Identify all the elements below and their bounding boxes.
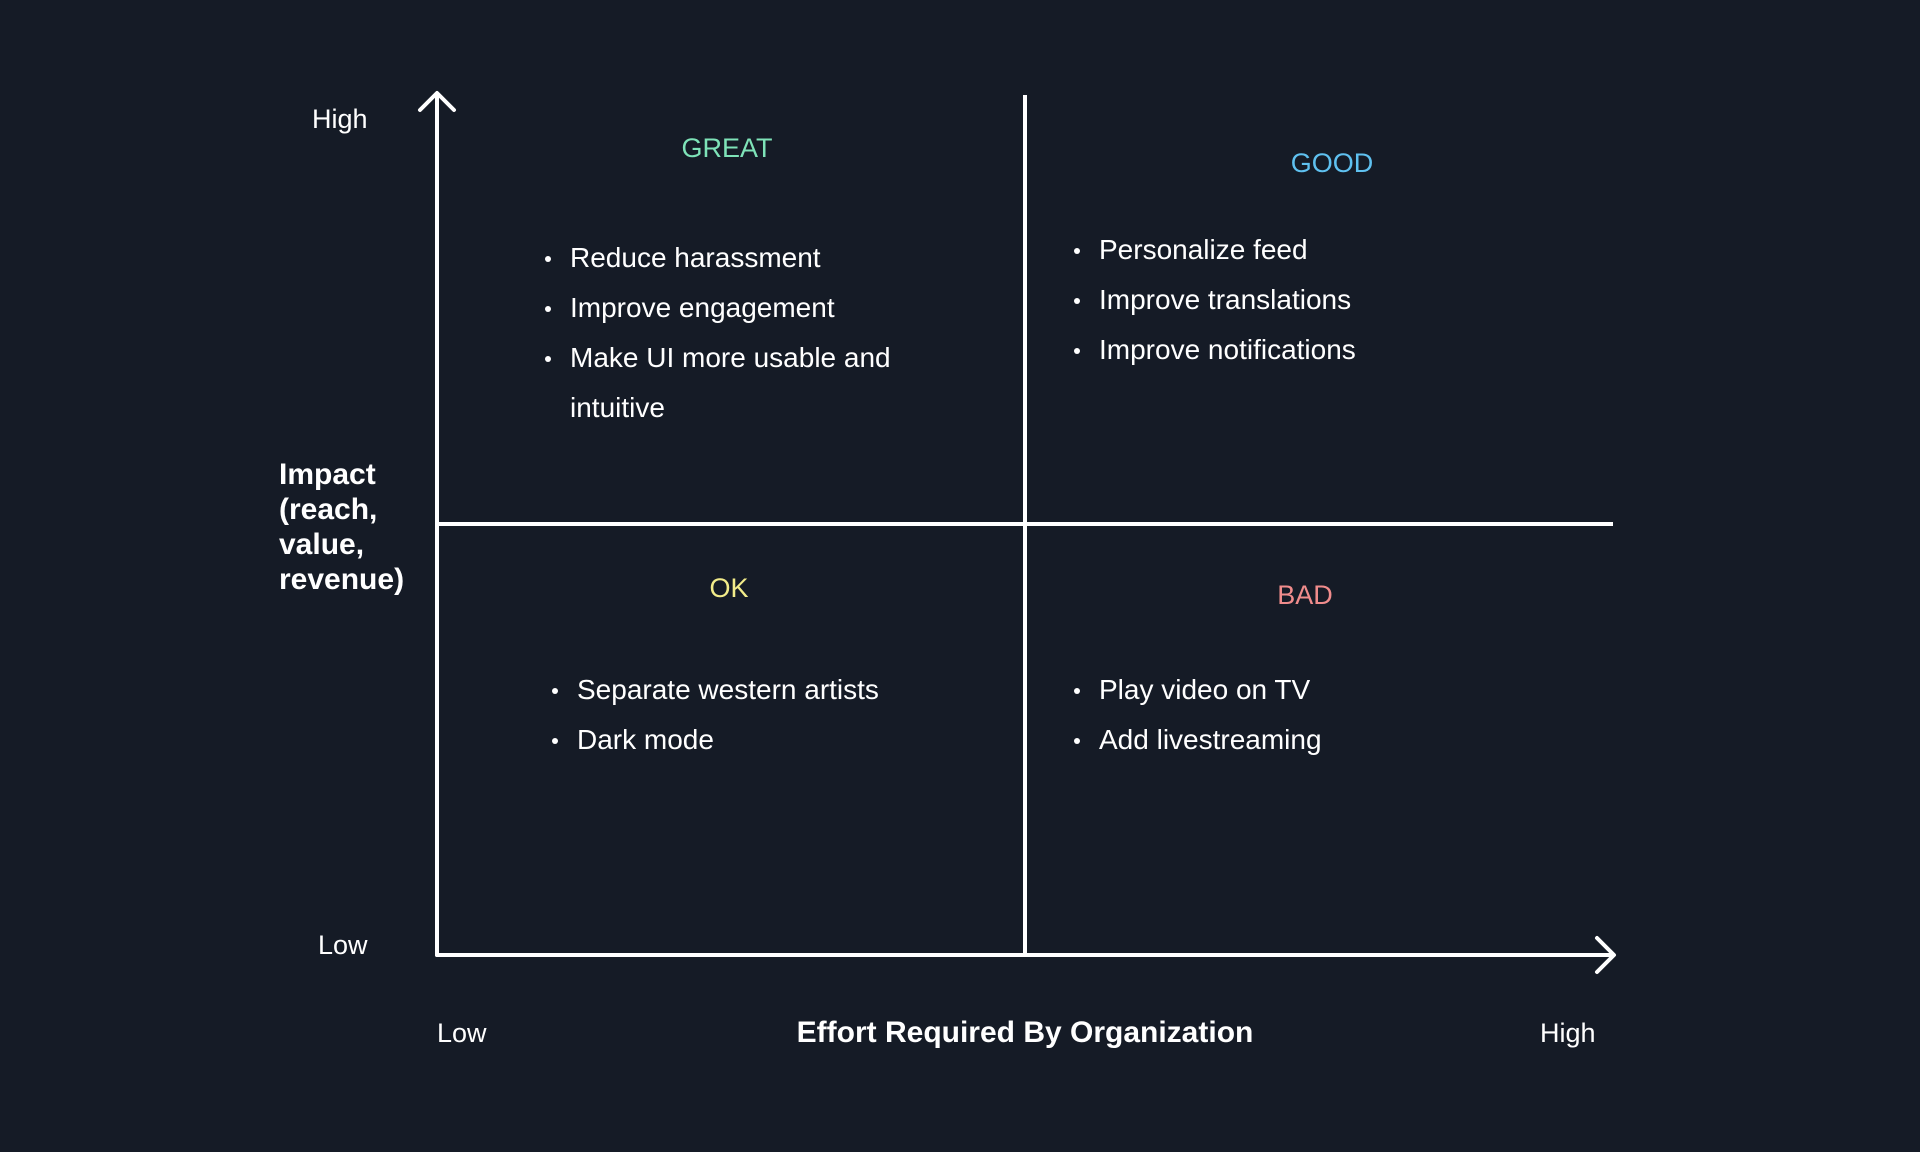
list-item: Personalize feed <box>1073 225 1553 275</box>
list-item: Reduce harassment <box>544 233 924 283</box>
list-item: Improve notifications <box>1073 325 1553 375</box>
y-axis-title-line: Impact <box>279 458 376 491</box>
y-axis-title-line: value, <box>279 528 365 561</box>
quadrant-great-list: Reduce harassment Improve engagement Mak… <box>544 233 924 433</box>
quadrant-bad-title: BAD <box>1277 580 1333 610</box>
x-axis-arrowhead <box>1595 936 1616 974</box>
x-axis-title: Effort Required By Organization <box>796 1016 1254 1049</box>
list-item: Improve translations <box>1073 275 1553 325</box>
quadrant-good-title: GOOD <box>1290 148 1374 178</box>
list-item: Separate western artists <box>551 665 971 715</box>
list-item: Dark mode <box>551 715 971 765</box>
x-axis-low-label: Low <box>437 1018 487 1048</box>
quadrant-ok-title: OK <box>709 573 749 603</box>
y-axis-title-line: (reach, <box>279 493 378 526</box>
quadrant-ok-list: Separate western artists Dark mode <box>551 665 971 765</box>
y-axis-title: Impact (reach, value, revenue) <box>279 457 404 597</box>
list-item: Improve engagement <box>544 283 924 333</box>
list-item: Add livestreaming <box>1073 715 1493 765</box>
list-item: Make UI more usable and intuitive <box>544 333 924 433</box>
y-axis-low-label: Low <box>318 930 368 960</box>
y-axis-arrowhead <box>418 91 456 112</box>
list-item: Play video on TV <box>1073 665 1493 715</box>
quadrant-great-title: GREAT <box>681 133 773 163</box>
quadrant-bad-list: Play video on TV Add livestreaming <box>1073 665 1493 765</box>
x-axis-high-label: High <box>1540 1018 1596 1048</box>
y-axis-high-label: High <box>312 104 368 134</box>
quadrant-good-list: Personalize feed Improve translations Im… <box>1073 225 1553 375</box>
y-axis-title-line: revenue) <box>279 563 405 596</box>
